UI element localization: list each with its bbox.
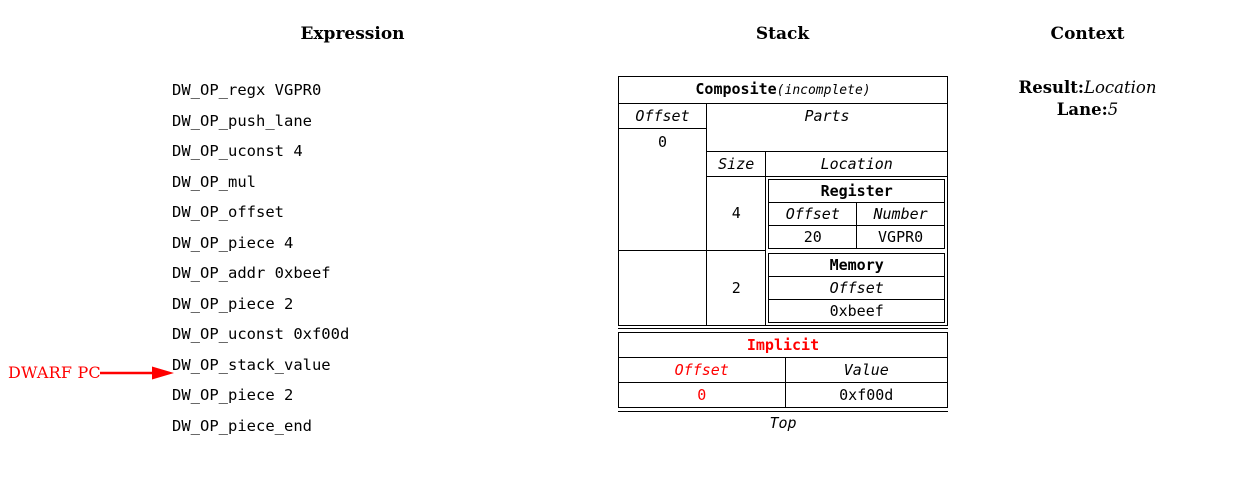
composite-title: Composite — [695, 80, 777, 98]
context-block: Result:Location Lane:5 — [950, 77, 1225, 121]
composite-size-header-cell: Size — [706, 150, 767, 177]
entry-separator-rule — [618, 328, 948, 329]
register-number-value: VGPR0 — [856, 224, 944, 248]
expression-op-list: DW_OP_regx VGPR0 DW_OP_push_lane DW_OP_u… — [172, 75, 349, 441]
memory-offset-header: Offset — [769, 275, 944, 300]
memory-title: Memory — [829, 255, 884, 274]
composite-part-location: Register Offset Number 20 VGPR0 — [766, 176, 947, 251]
implicit-table: Implicit Offset Value 0 0xf00d — [619, 333, 947, 407]
table-row: Size Location — [619, 150, 947, 177]
composite-offset-value: 0 — [619, 128, 708, 251]
context-result-key: Result: — [1018, 78, 1085, 97]
table-row: 0 4 — [619, 128, 947, 251]
expression-op-line: DW_OP_stack_value — [172, 355, 331, 374]
implicit-offset-value: 0 — [619, 382, 786, 407]
expression-op-line: DW_OP_regx VGPR0 — [172, 81, 322, 99]
page-title-context: Context — [1050, 24, 1125, 44]
register-offset-value: 20 — [769, 224, 858, 248]
dwarf-pc-marker: DWARF PC — [8, 363, 175, 382]
table-row: Implicit — [619, 333, 947, 358]
composite-offset-header: Offset — [619, 103, 708, 129]
page-title-stack: Stack — [755, 24, 810, 44]
composite-table: Composite(incomplete) Offset Parts 0 4 S… — [619, 77, 947, 325]
composite-part-location: Memory Offset 0xbeef — [766, 251, 947, 325]
stack-bottom-rule — [618, 410, 948, 412]
context-row-lane: Lane:5 — [950, 99, 1225, 121]
table-row: Offset — [769, 275, 944, 300]
memory-table: Memory Offset 0xbeef — [769, 254, 944, 322]
stack-entries: Composite(incomplete) Offset Parts 0 4 S… — [618, 76, 948, 433]
composite-part-size: 4 — [706, 175, 767, 251]
table-row: 0xbeef — [769, 298, 944, 322]
composite-title-suffix: (incomplete) — [776, 83, 871, 98]
stack-entry-implicit: Implicit Offset Value 0 0xf00d — [618, 332, 948, 408]
page-title-expression: Expression — [300, 24, 405, 44]
composite-offset-filler — [619, 250, 708, 325]
table-row: 4 Register Offset Number 20 — [619, 175, 947, 251]
table-row: Composite(incomplete) — [619, 77, 947, 104]
context-lane-key: Lane: — [1056, 100, 1108, 119]
expression-op-line: DW_OP_piece_end — [172, 416, 312, 435]
implicit-value-value: 0xf00d — [784, 382, 947, 407]
table-row: Register — [769, 179, 944, 203]
composite-location-header-cell: Location — [765, 150, 947, 177]
composite-part-size: 2 — [706, 250, 767, 325]
register-location-box: Register Offset Number 20 VGPR0 — [768, 178, 945, 249]
context-result-value: Location — [1084, 78, 1157, 97]
table-row: Offset Parts — [619, 103, 947, 129]
table-row: Memory — [769, 254, 944, 277]
expression-op-line: DW_OP_piece 2 — [172, 294, 294, 313]
expression-op-line: DW_OP_uconst 0xf00d — [172, 325, 350, 343]
table-row: 2 Memory Offset 0xbeef — [619, 250, 947, 325]
expression-op-line: DW_OP_uconst 4 — [172, 142, 303, 160]
table-row: Offset Value — [619, 357, 947, 383]
stack-entry-composite: Composite(incomplete) Offset Parts 0 4 S… — [618, 76, 948, 326]
implicit-offset-header: Offset — [619, 357, 786, 383]
expression-op-line: DW_OP_piece 4 — [172, 233, 294, 252]
memory-location-box: Memory Offset 0xbeef — [768, 252, 945, 323]
composite-title-cell: Composite(incomplete) — [619, 77, 947, 104]
expression-op-line: DW_OP_piece 2 — [172, 386, 294, 404]
context-row-result: Result:Location — [950, 77, 1225, 99]
stack-top-label: Top — [769, 413, 797, 432]
register-title: Register — [769, 179, 944, 203]
dwarf-pc-label: DWARF PC — [8, 363, 101, 382]
expression-op-line: DW_OP_addr 0xbeef — [172, 264, 331, 282]
memory-offset-value: 0xbeef — [769, 298, 944, 322]
composite-parts-header: Parts — [706, 103, 947, 129]
implicit-value-header: Value — [784, 357, 947, 383]
register-table: Register Offset Number 20 VGPR0 — [769, 179, 944, 248]
expression-op-line: DW_OP_mul — [172, 172, 256, 191]
implicit-title: Implicit — [746, 336, 820, 354]
table-row: 20 VGPR0 — [769, 224, 944, 248]
register-number-header: Number — [856, 201, 944, 226]
right-arrow-icon — [99, 366, 174, 379]
register-offset-header: Offset — [769, 201, 858, 226]
table-row: 0 0xf00d — [619, 382, 947, 407]
expression-op-line: DW_OP_push_lane — [172, 111, 312, 130]
expression-op-line: DW_OP_offset — [172, 203, 284, 221]
context-lane-value: 5 — [1107, 100, 1119, 119]
table-row: Offset Number — [769, 201, 944, 226]
